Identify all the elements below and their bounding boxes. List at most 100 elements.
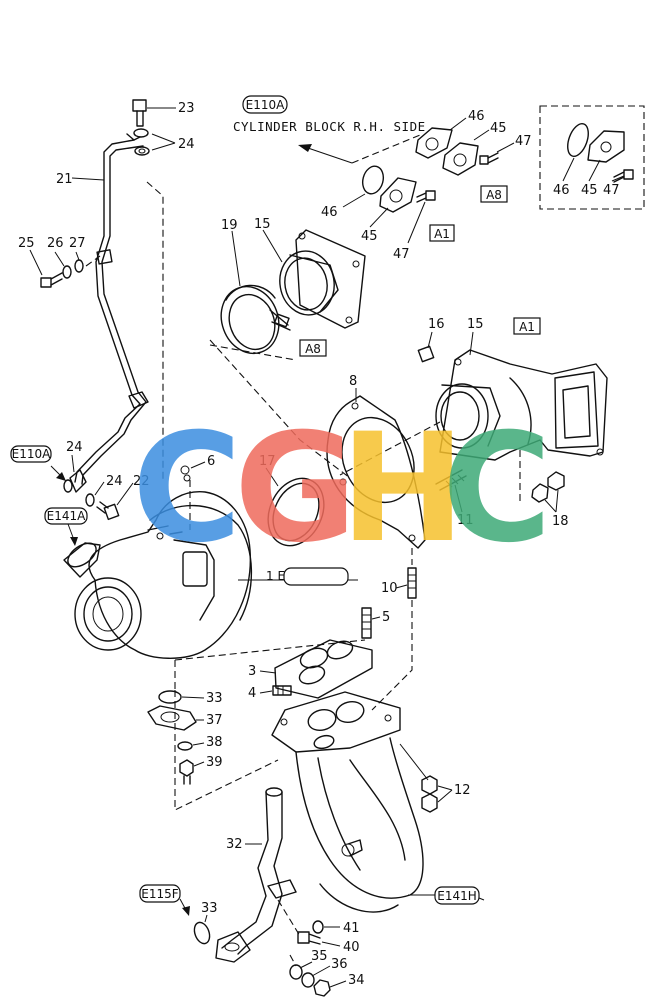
- bolt-47-inset: [613, 169, 634, 183]
- e115f-ref: E115F: [139, 884, 181, 903]
- a1-right-ref: A1: [513, 317, 541, 335]
- leader-38: [192, 742, 205, 746]
- part-num-39: 39: [206, 755, 223, 770]
- bracket-8: [326, 395, 426, 549]
- part-num-22: 22: [133, 474, 150, 489]
- leader-10: [395, 584, 408, 589]
- stud-4: [272, 685, 292, 696]
- watermark-letter-g: G: [234, 402, 357, 576]
- part-num-11: 11: [457, 513, 474, 528]
- part-num-12: 12: [454, 783, 471, 798]
- part-num-33a: 33: [206, 691, 223, 706]
- v-band-clamp-19: [220, 284, 291, 355]
- part-num-19: 19: [221, 218, 238, 233]
- gasket-17: [267, 477, 325, 547]
- exhaust-adapter-e141h: [271, 691, 424, 913]
- oil-feed-pipe-21: [69, 133, 149, 493]
- part-num-33b: 33: [201, 901, 218, 916]
- part-num-46b: 46: [321, 205, 338, 220]
- leader-46a: [449, 117, 467, 131]
- leader-46b: [342, 193, 366, 208]
- a1-right-label: A1: [519, 320, 535, 334]
- part-num-47a: 47: [515, 134, 532, 149]
- caption-dash-line: [351, 134, 421, 164]
- e141a-label: E141A: [47, 509, 86, 523]
- gasket-46-mid: [361, 165, 385, 195]
- part-num-37: 37: [206, 713, 223, 728]
- stud-10: [407, 567, 417, 599]
- flange-45-top: [442, 142, 479, 176]
- a1-top-ref: A1: [429, 224, 455, 242]
- bolt-39: [179, 759, 194, 785]
- e115f-label: E115F: [141, 887, 178, 901]
- washer-36: [301, 972, 315, 988]
- dash-turbo-frame: [174, 639, 366, 690]
- part-num-24b: 24: [66, 440, 83, 455]
- leader-22: [116, 482, 134, 506]
- leader-24b: [71, 454, 75, 473]
- e141h-ref: E141H: [434, 886, 480, 905]
- leaders-34-36: [299, 961, 347, 988]
- leader-33b: [204, 914, 208, 923]
- gasket-46-inset: [567, 123, 589, 157]
- leader-24a: [151, 133, 176, 151]
- leader-19: [231, 230, 241, 287]
- washer-38: [177, 741, 193, 751]
- e110a-left-arrow-head: [56, 472, 66, 481]
- watermark-letter-h: H: [340, 402, 466, 576]
- washers-24-lower: [63, 479, 95, 507]
- dash-adapter-nuts: [399, 743, 429, 781]
- inset-leaders: [562, 157, 625, 182]
- nuts-12: [421, 775, 438, 813]
- part-num-4: 4: [248, 686, 256, 701]
- part-num-41: 41: [343, 921, 360, 936]
- o-ring-33-lower: [193, 921, 211, 945]
- a8-mid-label: A8: [305, 342, 321, 356]
- e141a-ref: E141A: [44, 507, 88, 525]
- nuts-18: [531, 471, 565, 503]
- e110a-left-label: E110A: [12, 447, 51, 461]
- dash-bolt-40: [277, 899, 301, 937]
- stud-5: [361, 607, 372, 639]
- dash-elbow-to-bracket: [339, 421, 441, 476]
- washer-27: [74, 259, 84, 273]
- caption-arrow-head: [298, 144, 312, 152]
- leader-17: [265, 467, 279, 487]
- part-num-17: 17: [259, 454, 276, 469]
- leader-16: [427, 331, 433, 349]
- part-num-15b: 15: [467, 317, 484, 332]
- leader-11: [454, 484, 463, 513]
- banjo-bolt-22: [96, 501, 120, 521]
- part-num-34: 34: [348, 973, 365, 988]
- part-num-21: 21: [56, 172, 73, 187]
- part-num-5: 5: [382, 610, 390, 625]
- part-num-3: 3: [248, 664, 256, 679]
- dash-washers: [289, 954, 297, 967]
- leader-47b: [407, 201, 426, 244]
- nut-16: [417, 345, 435, 363]
- leader-24c: [94, 481, 105, 496]
- alt-parts-inset-box: [539, 105, 645, 210]
- part-num-46a: 46: [468, 109, 485, 124]
- part-num-18: 18: [552, 514, 569, 529]
- nut-34: [313, 979, 331, 997]
- bolt-25: [40, 272, 63, 288]
- e141h-label: E141H: [437, 889, 477, 903]
- turbocharger-assembly: [63, 465, 253, 659]
- cylinder-block-caption: CYLINDER BLOCK R.H. SIDE: [233, 119, 426, 134]
- turbine-outlet-flange-15-upper: [279, 229, 366, 329]
- part-num-32: 32: [226, 837, 243, 852]
- stud-11: [435, 469, 467, 491]
- dash-clamp-to-bracket: [209, 339, 351, 479]
- part-num-26: 26: [47, 236, 64, 251]
- oil-drain-pipe-32: [215, 787, 297, 963]
- part-num-40: 40: [343, 940, 360, 955]
- leader-15a: [262, 229, 283, 263]
- part-num-47b: 47: [393, 247, 410, 262]
- part-num-25: 25: [18, 236, 35, 251]
- part-num-8: 8: [349, 374, 357, 389]
- leader-18: [544, 489, 559, 513]
- leader-21: [71, 177, 105, 181]
- gasket-3: [274, 639, 373, 699]
